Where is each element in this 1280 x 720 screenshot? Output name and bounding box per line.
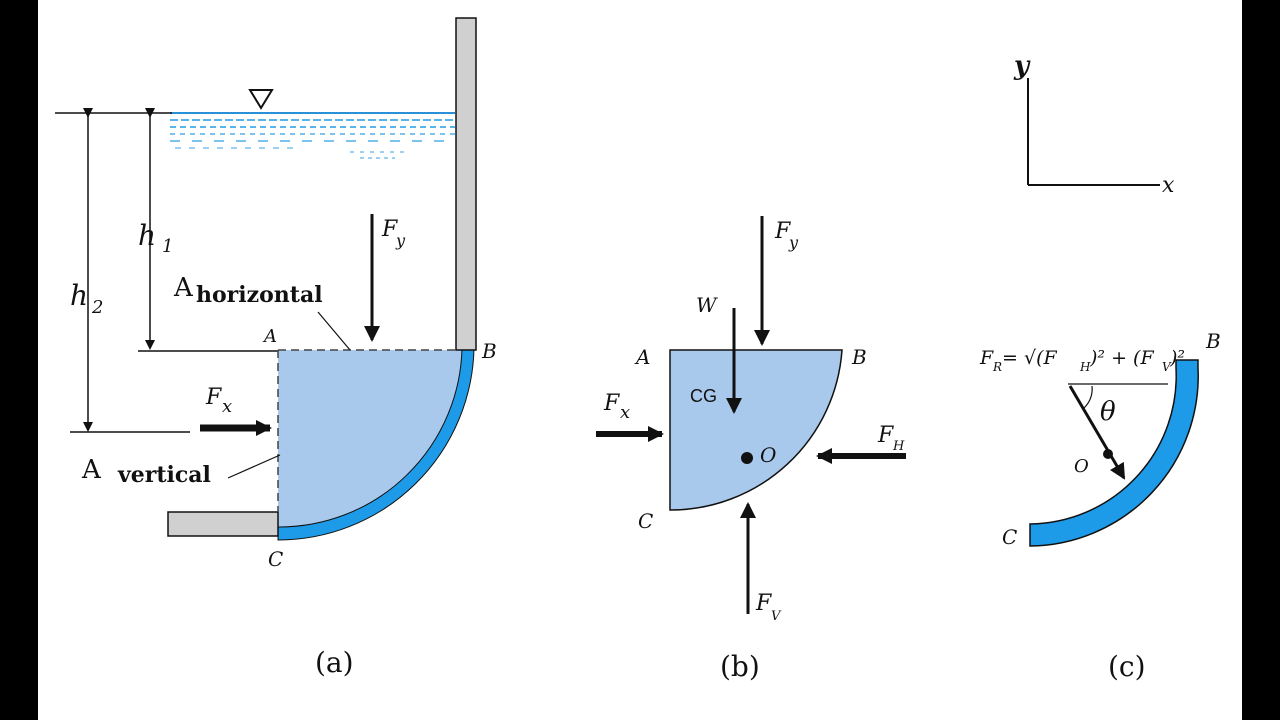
fy-label-b: F xyxy=(774,219,791,244)
h1-subscript: 1 xyxy=(162,236,173,257)
fx-label-a: F xyxy=(205,385,222,410)
free-body-quarter xyxy=(669,349,843,511)
panel-c: y x F R = √(F H )² + (F V )² θ O B xyxy=(979,51,1221,683)
point-o-label-b: O xyxy=(760,443,776,467)
a-horizontal-word: horizontal xyxy=(196,282,323,308)
fx-subscript-b: x xyxy=(620,402,630,423)
y-axis-label: y xyxy=(1013,51,1031,81)
free-surface-triangle-icon xyxy=(248,89,274,110)
theta-arc xyxy=(1083,385,1093,409)
fy-subscript-a: y xyxy=(395,231,406,250)
fx-label-b: F xyxy=(603,391,620,416)
h2-label: h xyxy=(70,279,88,312)
water-body xyxy=(278,350,474,537)
figure-svg: h 1 h 2 F y F x A horizontal A vertical … xyxy=(55,17,1221,683)
point-o-dot-b xyxy=(741,452,753,464)
panel-a: h 1 h 2 F y F x A horizontal A vertical … xyxy=(55,17,497,679)
water-surface xyxy=(170,112,455,159)
figure-panel: h 1 h 2 F y F x A horizontal A vertical … xyxy=(38,0,1242,720)
fv-label: F xyxy=(755,591,772,616)
fh-subscript: H xyxy=(892,439,905,454)
point-a-label-a: A xyxy=(262,326,277,347)
h1-label: h xyxy=(138,219,156,252)
caption-b: (b) xyxy=(720,650,760,683)
fv-subscript: V xyxy=(771,609,782,624)
fr-label: F xyxy=(979,347,994,369)
a-vertical-letter: A xyxy=(81,455,102,485)
fr-formula-part3: )² xyxy=(1169,347,1185,369)
cg-label: CG xyxy=(690,386,717,406)
theta-label: θ xyxy=(1100,397,1116,427)
point-b-label-b: B xyxy=(851,345,867,369)
fr-formula-part1: = √(F xyxy=(1002,347,1057,369)
point-o-dot-c xyxy=(1103,449,1113,459)
fr-formula-part2: )² + (F xyxy=(1089,347,1154,369)
fr-h-subscript: H xyxy=(1079,360,1091,374)
bottom-wall xyxy=(167,511,279,537)
point-a-label-b: A xyxy=(634,345,650,369)
vertical-wall xyxy=(455,17,477,351)
x-axis-label: x xyxy=(1162,173,1175,198)
point-o-label-c: O xyxy=(1074,456,1089,477)
point-c-label-c: C xyxy=(1002,525,1017,549)
a-vertical-leader xyxy=(227,454,281,479)
a-vertical-word: vertical xyxy=(117,462,211,488)
weight-label: W xyxy=(696,293,718,317)
fr-v-subscript: V xyxy=(1162,360,1172,374)
a-horizontal-letter: A xyxy=(173,273,194,303)
fr-subscript: R xyxy=(992,360,1002,374)
fy-subscript-b: y xyxy=(788,233,799,252)
caption-c: (c) xyxy=(1108,650,1146,683)
fh-label: F xyxy=(877,423,894,448)
h2-subscript: 2 xyxy=(91,297,103,318)
panel-b: F y W A B C CG O F x F H F V (b) xyxy=(596,216,906,683)
resultant-arrow xyxy=(1068,385,1126,480)
fx-subscript-a: x xyxy=(222,396,232,417)
a-horizontal-leader xyxy=(317,311,351,351)
point-c-label-b: C xyxy=(638,509,653,533)
point-b-label-c: B xyxy=(1205,329,1221,353)
gate-c xyxy=(1029,359,1199,547)
fy-label-a: F xyxy=(381,217,398,242)
point-b-label-a: B xyxy=(481,339,497,363)
point-c-label-a: C xyxy=(268,547,283,571)
caption-a: (a) xyxy=(315,646,354,679)
